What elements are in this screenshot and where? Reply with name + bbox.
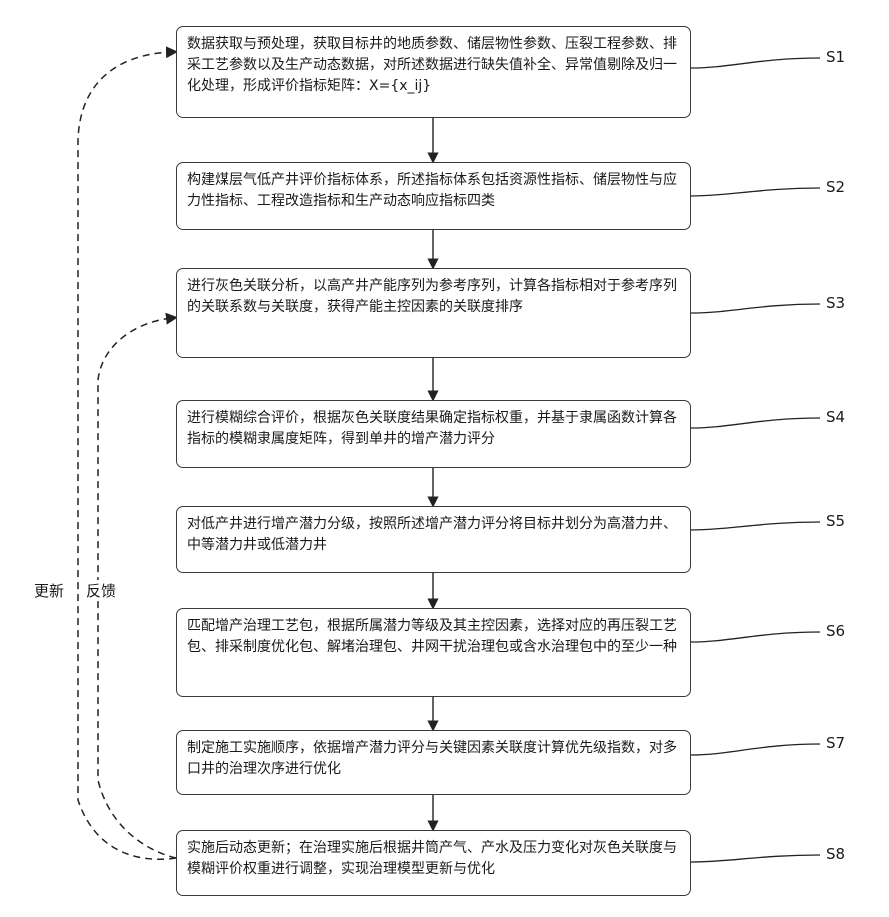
step-s3-box: 进行灰色关联分析，以高产井产能序列为参考序列，计算各指标相对于参考序列的关联系数… xyxy=(176,268,691,358)
step-s8-label: S8 xyxy=(826,845,845,863)
update-loop xyxy=(78,52,176,859)
step-s4-text: 进行模糊综合评价，根据灰色关联度结果确定指标权重，并基于隶属函数计算各指标的模糊… xyxy=(187,408,680,450)
step-s2-label: S2 xyxy=(826,178,845,196)
leader-s8 xyxy=(691,855,820,862)
step-s1-label: S1 xyxy=(826,48,845,66)
leader-s2 xyxy=(691,188,820,196)
step-s6-text: 匹配增产治理工艺包，根据所属潜力等级及其主控因素，选择对应的再压裂工艺包、排采制… xyxy=(187,616,680,658)
step-s4-label: S4 xyxy=(826,408,845,426)
step-s4-box: 进行模糊综合评价，根据灰色关联度结果确定指标权重，并基于隶属函数计算各指标的模糊… xyxy=(176,400,691,468)
step-s2-box: 构建煤层气低产井评价指标体系，所述指标体系包括资源性指标、储层物性与应力性指标、… xyxy=(176,162,691,230)
feedback-label: 反馈 xyxy=(86,580,116,601)
step-s3-text: 进行灰色关联分析，以高产井产能序列为参考序列，计算各指标相对于参考序列的关联系数… xyxy=(187,276,680,318)
step-s7-text: 制定施工实施顺序，依据增产潜力评分与关键因素关联度计算优先级指数，对多口井的治理… xyxy=(187,738,680,780)
step-s5-box: 对低产井进行增产潜力分级，按照所述增产潜力评分将目标井划分为高潜力井、中等潜力井… xyxy=(176,506,691,573)
leader-s7 xyxy=(691,744,820,755)
step-s1-box: 数据获取与预处理，获取目标井的地质参数、储层物性参数、压裂工程参数、排采工艺参数… xyxy=(176,26,691,118)
leader-s4 xyxy=(691,418,820,428)
leader-s5 xyxy=(691,522,820,530)
step-s8-text: 实施后动态更新；在治理实施后根据井筒产气、产水及压力变化对灰色关联度与模糊评价权… xyxy=(187,838,680,880)
step-s6-box: 匹配增产治理工艺包，根据所属潜力等级及其主控因素，选择对应的再压裂工艺包、排采制… xyxy=(176,608,691,697)
step-s7-box: 制定施工实施顺序，依据增产潜力评分与关键因素关联度计算优先级指数，对多口井的治理… xyxy=(176,730,691,795)
leader-s6 xyxy=(691,632,820,642)
step-s7-label: S7 xyxy=(826,734,845,752)
step-s2-text: 构建煤层气低产井评价指标体系，所述指标体系包括资源性指标、储层物性与应力性指标、… xyxy=(187,170,680,212)
step-s8-box: 实施后动态更新；在治理实施后根据井筒产气、产水及压力变化对灰色关联度与模糊评价权… xyxy=(176,830,691,896)
step-s1-text: 数据获取与预处理，获取目标井的地质参数、储层物性参数、压裂工程参数、排采工艺参数… xyxy=(187,34,680,97)
step-s6-label: S6 xyxy=(826,622,845,640)
step-s5-label: S5 xyxy=(826,512,845,530)
leader-s3 xyxy=(691,304,820,313)
step-s3-label: S3 xyxy=(826,294,845,312)
step-s5-text: 对低产井进行增产潜力分级，按照所述增产潜力评分将目标井划分为高潜力井、中等潜力井… xyxy=(187,514,680,556)
update-label: 更新 xyxy=(34,580,64,601)
leader-s1 xyxy=(691,58,820,68)
